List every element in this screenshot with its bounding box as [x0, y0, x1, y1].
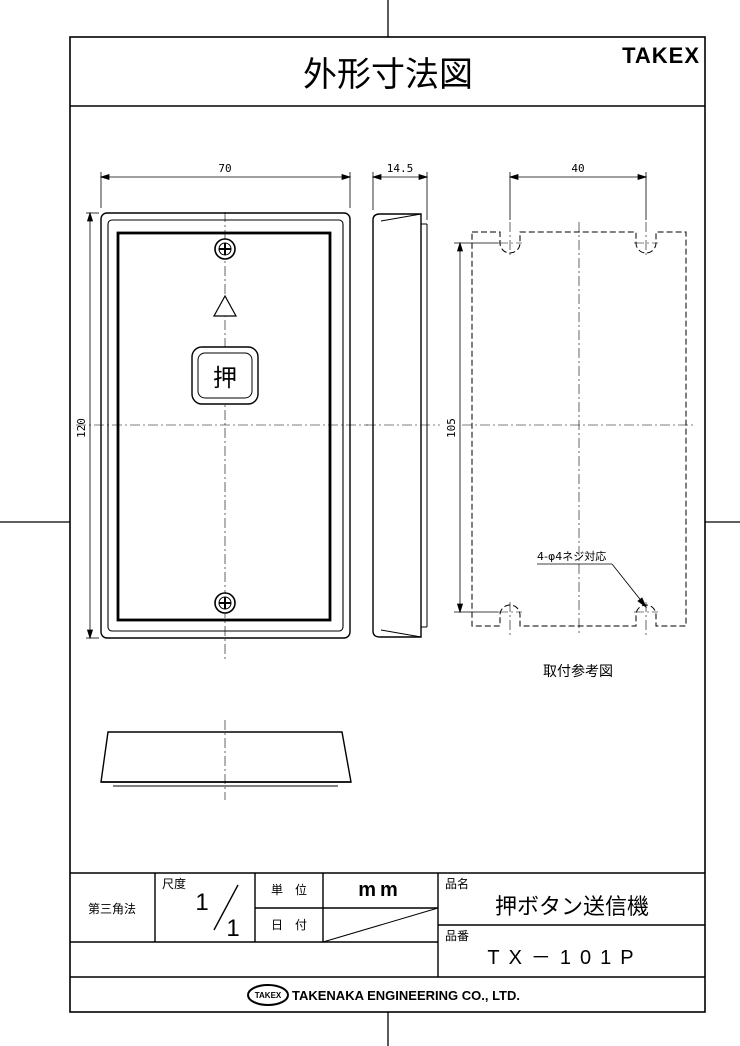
dim-depth-label: 14.5	[387, 162, 414, 175]
screw-icon	[214, 238, 236, 260]
dim-hole-pitch-y-label: 105	[445, 418, 458, 438]
title-block-grid	[70, 872, 705, 978]
mounting-dimension-lines	[454, 172, 648, 614]
front-dimension-lines	[86, 172, 352, 640]
product-number: TX－101P	[487, 947, 642, 969]
product-name-label: 品名	[445, 876, 469, 891]
sheet-border	[69, 36, 706, 1013]
unit-value: mm	[358, 879, 402, 901]
push-button-inner	[197, 352, 253, 399]
side-dimension-lines	[371, 172, 429, 220]
unit-label: 単 位	[271, 882, 307, 897]
svg-text:TAKEX: TAKEX	[255, 991, 282, 1000]
mounting-view	[471, 231, 687, 627]
projection-label: 第三角法	[88, 902, 136, 916]
company-name: TAKENAKA ENGINEERING CO., LTD.	[292, 988, 520, 1003]
side-view	[366, 213, 440, 638]
scale-slash	[213, 884, 239, 931]
screw-icon	[214, 592, 236, 614]
dim-height-label: 120	[75, 418, 88, 438]
push-button-outer	[191, 346, 259, 405]
scale-denominator: 1	[226, 915, 239, 942]
mounting-center-lines	[462, 222, 696, 636]
screw-note: 4-φ4ネジ対応	[537, 549, 606, 563]
scale-numerator: 1	[195, 889, 208, 916]
date-label: 日 付	[271, 918, 307, 932]
triangle-indicator-icon	[212, 294, 238, 317]
push-button-label: 押	[213, 364, 237, 392]
product-name: 押ボタン送信機	[495, 895, 649, 920]
company-logo: TAKEX	[247, 984, 289, 1006]
dim-width-label: 70	[218, 162, 231, 175]
sheet-title: 外形寸法図	[303, 55, 473, 95]
front-view	[76, 212, 368, 660]
brand-logo: TAKEX	[622, 43, 700, 68]
mounting-caption: 取付参考図	[543, 663, 613, 680]
dim-hole-pitch-x-label: 40	[571, 162, 584, 175]
product-number-label: 品番	[445, 929, 469, 943]
bottom-view	[100, 720, 352, 800]
scale-label: 尺度	[162, 876, 186, 891]
